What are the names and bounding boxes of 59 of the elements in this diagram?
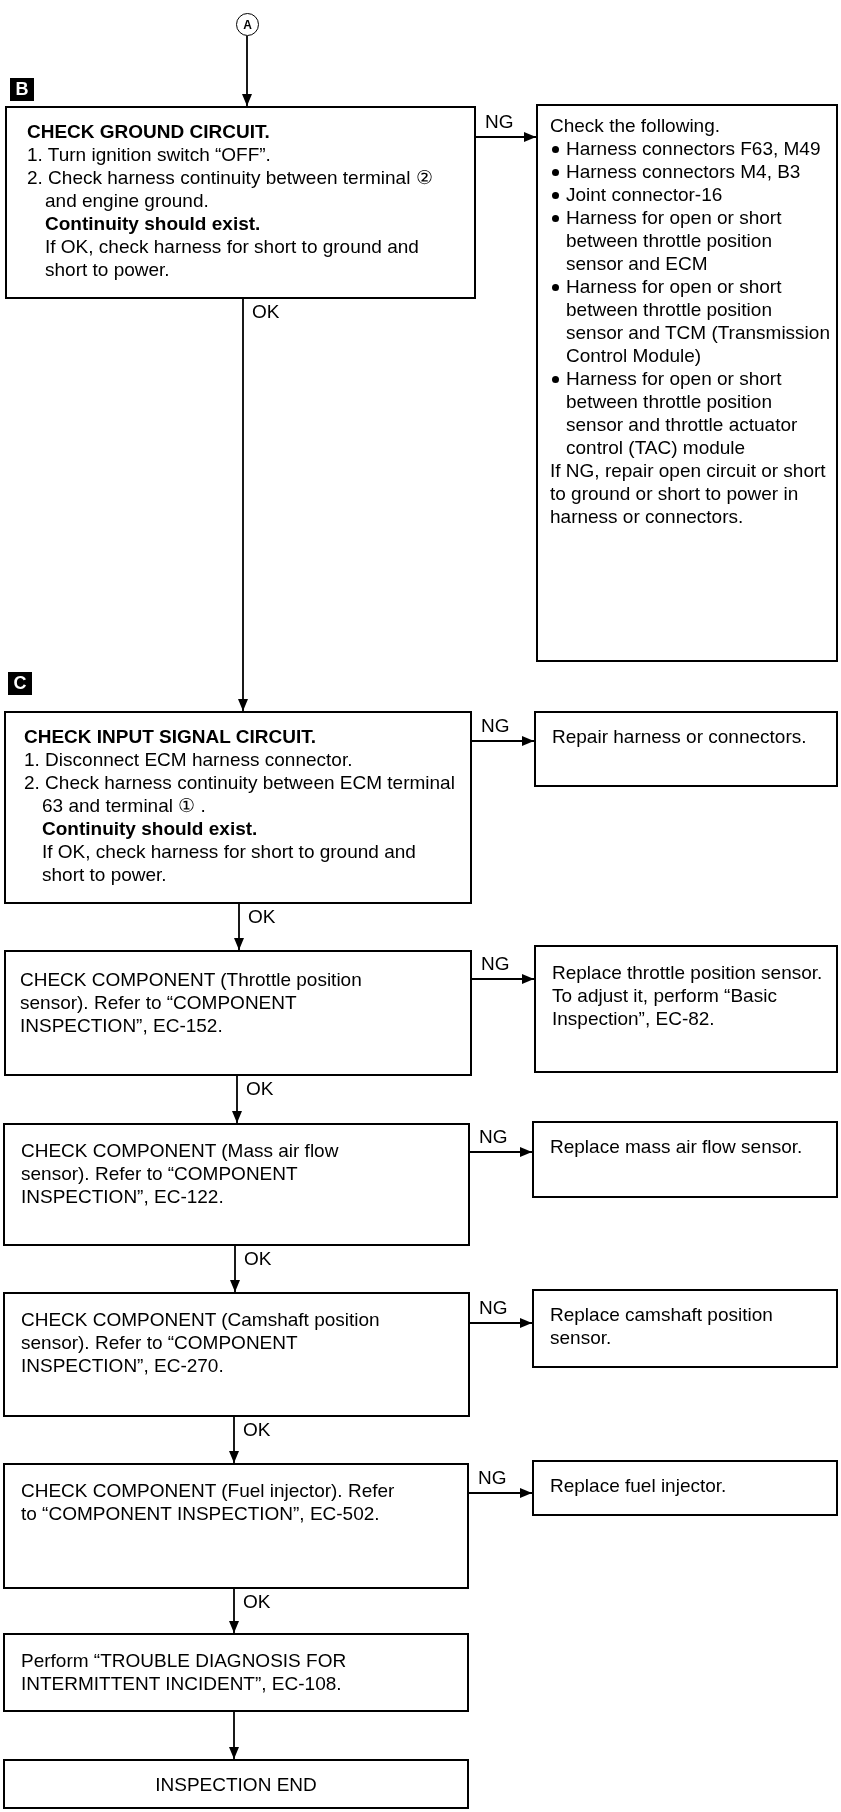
process-box bbox=[532, 1121, 838, 1198]
process-box bbox=[532, 1289, 838, 1368]
arrow bbox=[471, 974, 535, 984]
arrow bbox=[469, 1147, 533, 1157]
bullet-text: Harness connectors M4, B3 bbox=[566, 160, 801, 183]
bullet-text: Harness for open or short between throttle position sensor and throttle actuator control (TAC) module bbox=[566, 367, 799, 459]
process-box bbox=[4, 711, 472, 904]
box-text: 1. Turn ignition switch “OFF”. bbox=[27, 143, 272, 166]
arrow bbox=[471, 736, 535, 746]
box-text: CHECK COMPONENT (Camshaft position sensor). Refer to “COMPONENT INSPECTION”, EC-270. bbox=[21, 1308, 381, 1377]
box-text: If OK, check harness for short to ground and short to power. bbox=[41, 840, 417, 886]
arrow bbox=[242, 35, 252, 107]
box-text: CHECK COMPONENT (Mass air flow sensor). Refer to “COMPONENT INSPECTION”, EC-122. bbox=[21, 1139, 340, 1208]
arrow bbox=[232, 1075, 242, 1124]
box-heading: CHECK GROUND CIRCUIT. bbox=[27, 120, 271, 143]
process-box bbox=[3, 1759, 469, 1809]
box-text: 1. Disconnect ECM harness connector. bbox=[24, 748, 354, 771]
box-text: Continuity should exist. bbox=[41, 817, 259, 840]
process-box bbox=[534, 711, 838, 787]
process-box bbox=[3, 1123, 470, 1246]
box-text: Replace throttle position sensor. To adjust it, perform “Basic Inspection”, EC-82. bbox=[552, 961, 824, 1030]
process-box bbox=[536, 104, 838, 662]
box-text: 2. Check harness continuity between ECM terminal 63 and terminal ① . bbox=[24, 771, 456, 817]
arrow bbox=[229, 1588, 239, 1634]
section-marker: B bbox=[10, 78, 34, 101]
bullet-text: Harness for open or short between throttle position sensor and ECM bbox=[566, 206, 783, 275]
section-marker: C bbox=[8, 672, 32, 695]
box-text: Replace mass air flow sensor. bbox=[550, 1135, 804, 1158]
box-text: INSPECTION END bbox=[154, 1773, 318, 1796]
bullet-text: Harness connectors F63, M49 bbox=[566, 137, 821, 160]
box-heading: CHECK INPUT SIGNAL CIRCUIT. bbox=[24, 725, 318, 748]
box-text: Perform “TROUBLE DIAGNOSIS FOR INTERMITTENT INCIDENT”, EC-108. bbox=[21, 1649, 348, 1695]
box-text: Repair harness or connectors. bbox=[552, 725, 808, 748]
process-box bbox=[534, 945, 838, 1073]
arrow bbox=[469, 1318, 533, 1328]
process-box bbox=[3, 1463, 469, 1589]
process-box bbox=[3, 1633, 469, 1712]
process-box bbox=[4, 950, 472, 1076]
box-text: If NG, repair open circuit or short to ground or short to power in harness or connectors. bbox=[550, 459, 827, 528]
process-box bbox=[5, 106, 476, 299]
arrow bbox=[238, 298, 248, 712]
process-box bbox=[3, 1292, 470, 1417]
arrow bbox=[234, 903, 244, 951]
arrow bbox=[229, 1416, 239, 1464]
box-text: CHECK COMPONENT (Fuel injector). Refer to “COMPONENT INSPECTION”, EC-502. bbox=[21, 1479, 396, 1525]
bullet-text: Harness for open or short between throttle position sensor and TCM (Transmission Control Module) bbox=[566, 275, 831, 367]
box-text: Replace fuel injector. bbox=[550, 1474, 728, 1497]
box-text: 2. Check harness continuity between terminal ② and engine ground. bbox=[27, 166, 434, 212]
process-box bbox=[532, 1460, 838, 1516]
box-text: If OK, check harness for short to ground and short to power. bbox=[44, 235, 420, 281]
arrow bbox=[468, 1488, 533, 1498]
arrow bbox=[229, 1711, 239, 1760]
box-text: Continuity should exist. bbox=[44, 212, 262, 235]
arrow bbox=[475, 132, 537, 142]
arrow bbox=[230, 1245, 240, 1293]
box-text: Replace camshaft position sensor. bbox=[550, 1303, 774, 1349]
bullet-text: Joint connector-16 bbox=[566, 183, 723, 206]
box-text: Check the following. bbox=[550, 114, 722, 137]
box-text: CHECK COMPONENT (Throttle position sensor). Refer to “COMPONENT INSPECTION”, EC-152. bbox=[20, 968, 363, 1037]
